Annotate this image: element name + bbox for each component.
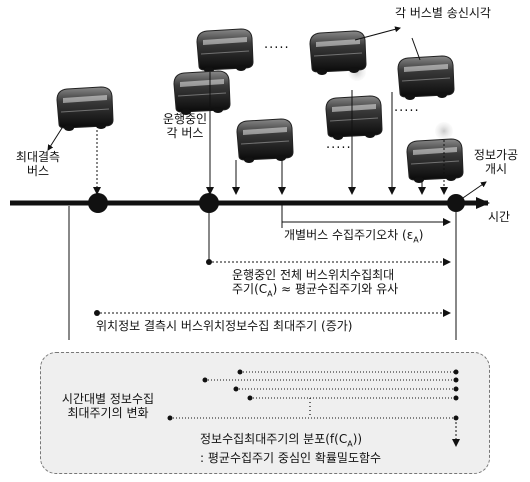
cycle-change-label: 시간대별 정보수집 최대주기의 변화 [50, 392, 166, 420]
cycle-dot [168, 416, 173, 421]
ellipsis: ..... [394, 101, 420, 115]
max-cycle-text: 주기(C [232, 282, 267, 296]
running-bus-line1: 운행중인 [150, 112, 220, 126]
cycle-dot [203, 378, 208, 383]
max-missing-bus-line1: 최대결측 [6, 150, 70, 164]
max-missing-bus-label: 최대결측 버스 [6, 150, 70, 178]
individual-error-text: 개별버스 수집주기오차 (ε [284, 228, 413, 242]
distribution-line2: : 평균수집주기 중심인 확률밀도함수 [200, 451, 381, 465]
running-bus-label: 운행중인 각 버스 [150, 112, 220, 140]
distribution-text: 정보수집최대주기의 분포(f(C [200, 432, 347, 446]
cycle-dot [454, 387, 459, 392]
processing-start-line2: 개시 [466, 162, 526, 176]
distribution-line1: 정보수집최대주기의 분포(f(CA)) [200, 432, 381, 451]
running-bus-line2: 각 버스 [150, 126, 220, 140]
distribution-text-end: )) [353, 432, 362, 446]
cycle-change-line1: 시간대별 정보수집 [50, 392, 166, 406]
send-time-label: 각 버스별 송신시각 [395, 6, 491, 20]
distribution-label: 정보수집최대주기의 분포(f(CA)) : 평균수집주기 중심인 확률밀도함수 [200, 432, 381, 465]
max-cycle-label: 운행중인 전체 버스위치수집최대 주기(CA) ≈ 평균수집주기와 유사 [232, 268, 398, 301]
cycle-change-line2: 최대주기의 변화 [50, 406, 166, 420]
max-cycle-text-end: ) ≈ 평균수집주기와 유사 [273, 282, 399, 296]
processing-start-label: 정보가공 개시 [466, 148, 526, 176]
ellipsis: ..... [326, 138, 352, 152]
processing-start-line1: 정보가공 [466, 148, 526, 162]
cycle-dot [454, 378, 459, 383]
time-axis-label: 시간 [488, 210, 510, 224]
cycle-dot [454, 396, 459, 401]
individual-error-label: 개별버스 수집주기오차 (εA) [284, 228, 423, 247]
missing-cycle-label: 위치정보 결측시 버스위치정보수집 최대주기 (증가) [96, 319, 352, 333]
max-cycle-line2: 주기(CA) ≈ 평균수집주기와 유사 [232, 282, 398, 301]
max-cycle-line1: 운행중인 전체 버스위치수집최대 [232, 268, 398, 282]
cycle-dot [238, 370, 243, 375]
cycle-dot [454, 370, 459, 375]
individual-error-end: ) [419, 228, 424, 242]
cycle-dot [234, 387, 239, 392]
cycle-dot [248, 396, 253, 401]
ellipsis: ..... [264, 38, 290, 52]
max-missing-bus-line2: 버스 [6, 164, 70, 178]
